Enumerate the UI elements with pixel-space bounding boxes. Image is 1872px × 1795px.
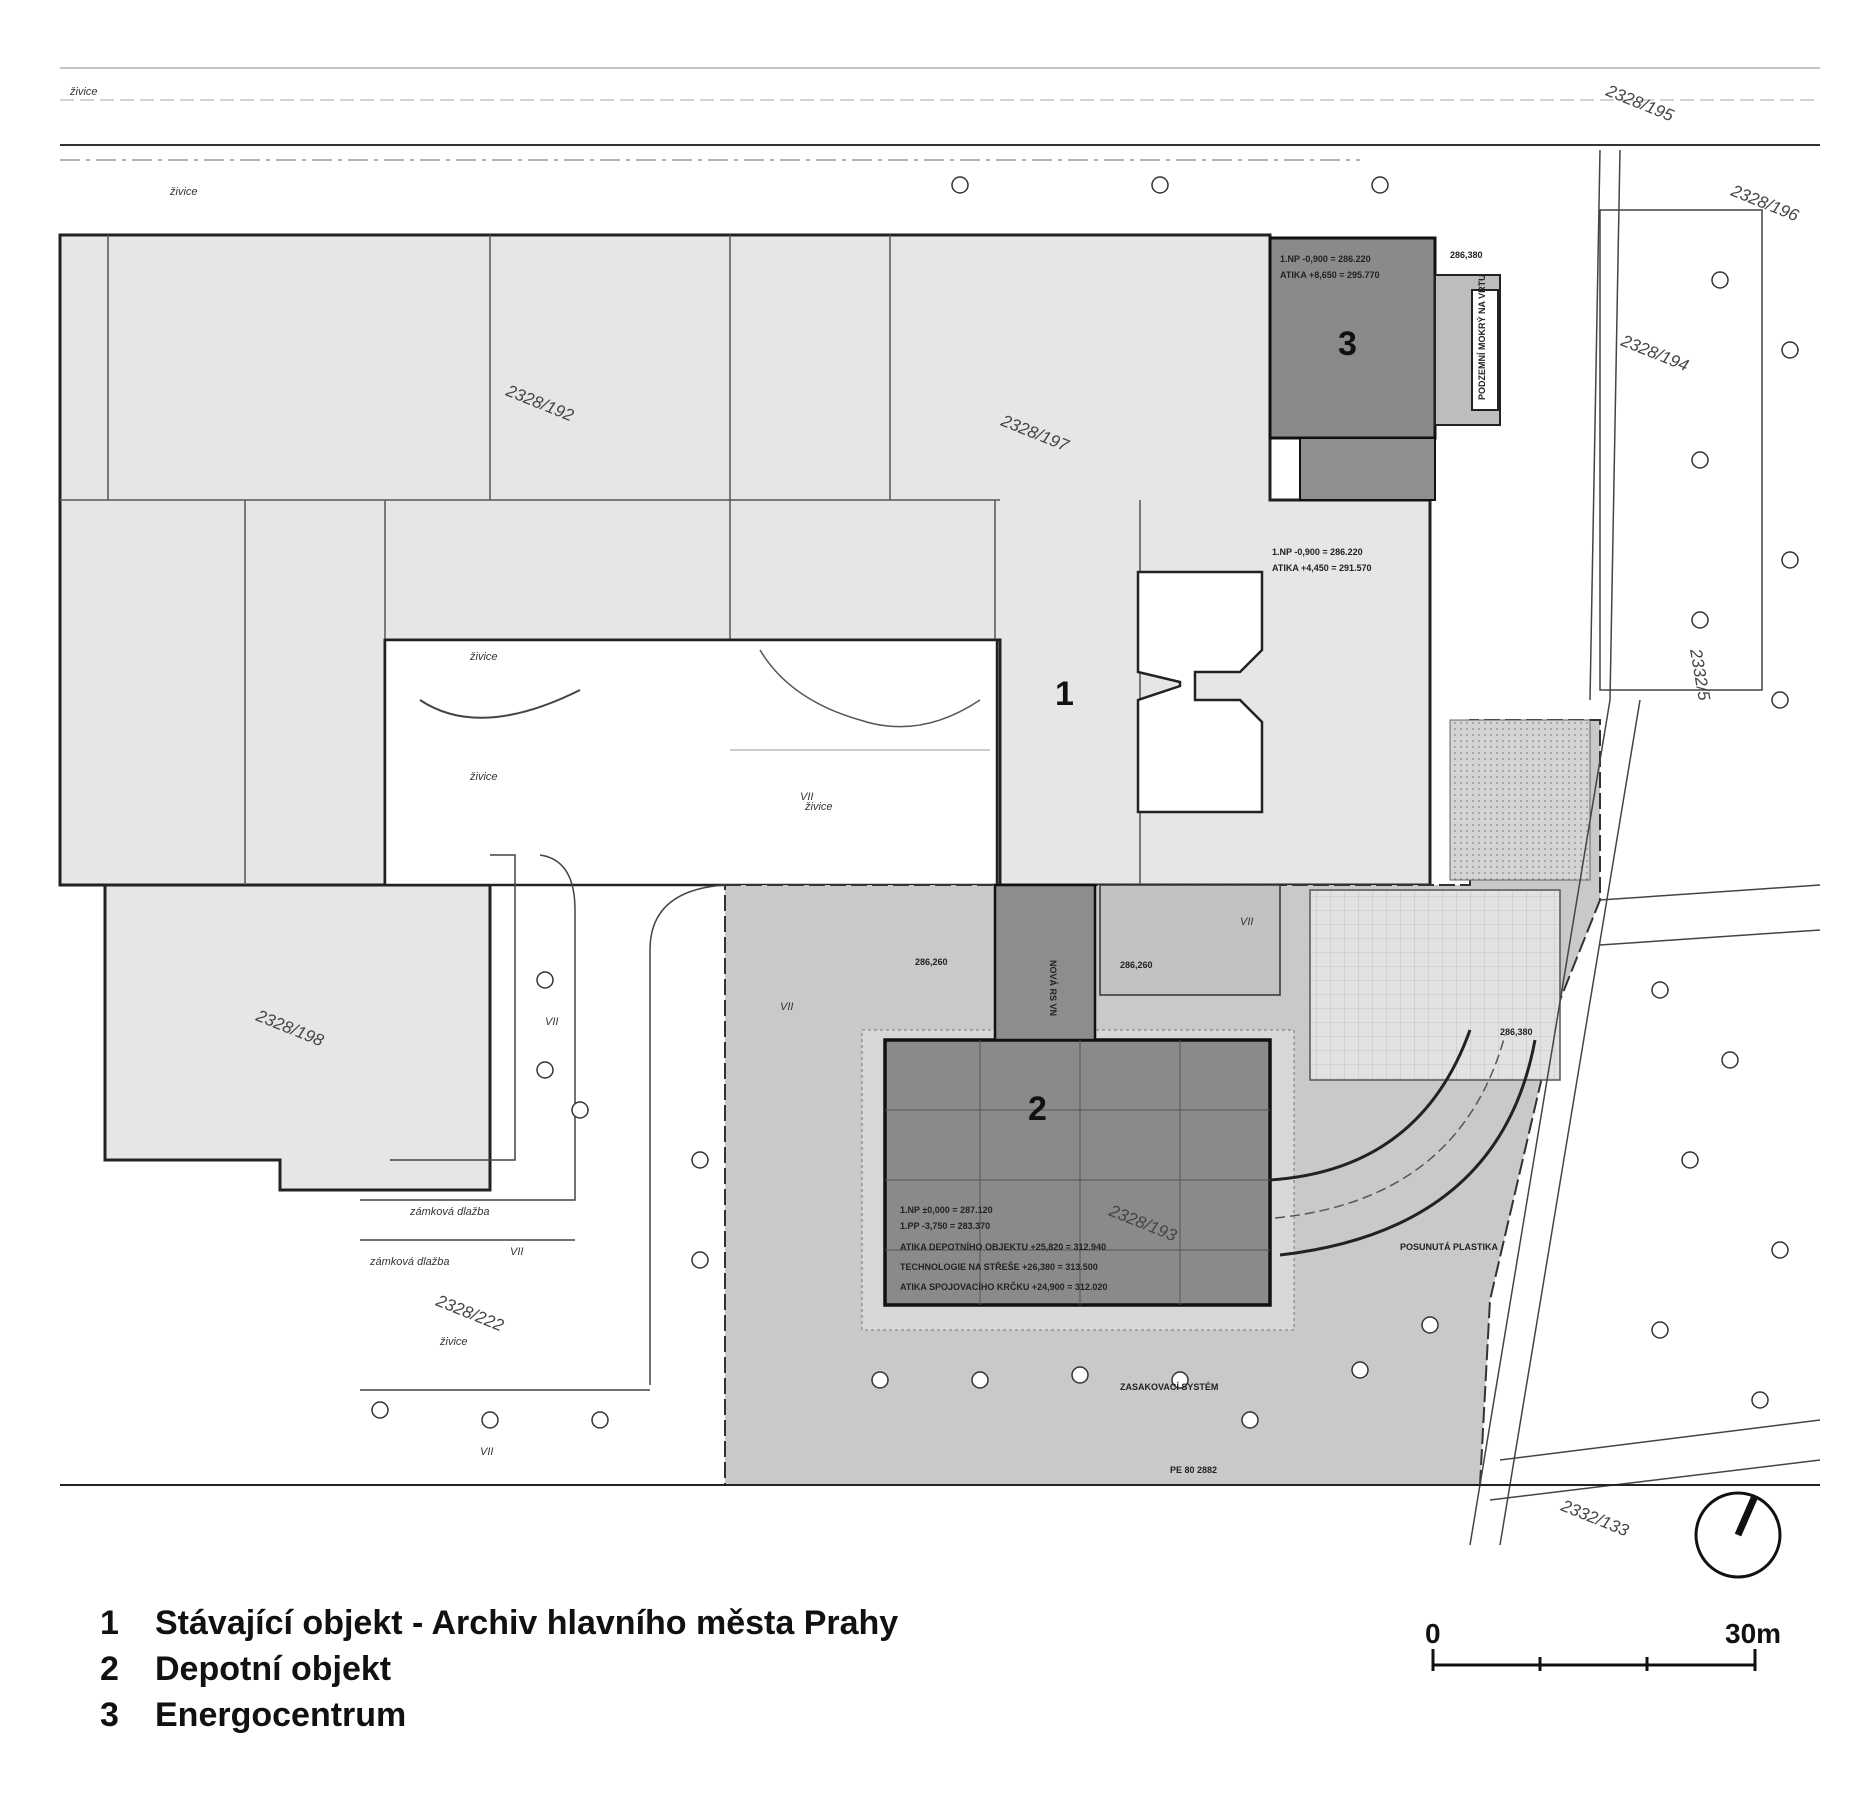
parcel-label: 2328/196 xyxy=(1728,181,1802,226)
scale-start-label: 0 xyxy=(1425,1618,1441,1649)
legend-number: 2 xyxy=(100,1649,119,1688)
parking-area xyxy=(1309,889,1561,1081)
elevation-annotation: ATIKA SPOJOVACÍHO KRČKU +24,900 = 312.02… xyxy=(900,1281,1107,1292)
surface-label: živice xyxy=(169,186,198,198)
surface-label: VII xyxy=(780,1001,793,1013)
surface-label: živice xyxy=(69,86,98,98)
vault-annotation: PODZEMNÍ MOKRÝ NA VRTU xyxy=(1476,274,1487,400)
site-plan: 1 2 3 2328/192 2328/197 2328/198 2328/19… xyxy=(58,67,1821,1579)
west-sidewalks xyxy=(360,854,726,1391)
building-1-mass xyxy=(58,233,1432,1192)
east-road xyxy=(1469,149,1821,1546)
elevation-annotation: ATIKA DEPOTNÍHO OBJEKTU +25,820 = 312.94… xyxy=(900,1242,1106,1252)
surface-label: VII xyxy=(510,1246,523,1258)
elevation-annotation: 1.NP ±0,000 = 287.120 xyxy=(900,1205,993,1215)
building-2 xyxy=(861,883,1537,1331)
building-3 xyxy=(1268,236,1501,501)
surface-label: VII xyxy=(545,1016,558,1028)
street-top xyxy=(60,67,1820,161)
building-2-number: 2 xyxy=(1028,1090,1047,1128)
parcel-label: 2328/194 xyxy=(1618,331,1692,376)
scale-bar xyxy=(1431,1649,1757,1671)
trees xyxy=(371,176,1799,1429)
height-annotation: 286,260 xyxy=(1120,960,1153,970)
legend-label: Energocentrum xyxy=(155,1695,407,1734)
elevation-annotation: ATIKA +4,450 = 291.570 xyxy=(1272,563,1372,573)
parcel-label: 2328/222 xyxy=(433,1291,507,1336)
height-annotation: 286,260 xyxy=(915,957,948,967)
rs-annotation: NOVÁ RS VN xyxy=(1048,960,1058,1016)
elevation-annotation: TECHNOLOGIE NA STŘEŠE +26,380 = 313.500 xyxy=(900,1261,1098,1272)
legend: 1 Stávající objekt - Archiv hlavního měs… xyxy=(100,1600,898,1738)
surface-label: živice xyxy=(439,1336,468,1348)
surface-label: živice xyxy=(804,801,833,813)
parcel-label: 2328/195 xyxy=(1603,81,1677,126)
pipe-annotation: PE 80 2882 xyxy=(1170,1465,1217,1475)
legend-label: Depotní objekt xyxy=(155,1649,392,1688)
height-annotation: 286,380 xyxy=(1500,1027,1533,1037)
infiltration-annotation: ZASAKOVACÍ SYSTÉM xyxy=(1120,1382,1218,1392)
legend-label: Stávající objekt - Archiv hlavního města… xyxy=(155,1603,899,1642)
legend-number: 3 xyxy=(100,1695,119,1734)
elevation-annotation: 1.PP -3,750 = 283.370 xyxy=(900,1221,990,1231)
elevation-annotation: 1.NP -0,900 = 286.220 xyxy=(1272,547,1363,557)
legend-item: 1 Stávající objekt - Archiv hlavního měs… xyxy=(100,1600,898,1646)
parcel-label: 2332/5 xyxy=(1686,646,1714,702)
legend-item: 2 Depotní objekt xyxy=(100,1646,898,1692)
building-1-number: 1 xyxy=(1055,675,1074,713)
elevation-annotation: ATIKA +8,650 = 295.770 xyxy=(1280,270,1380,280)
parcel-label: 2332/133 xyxy=(1558,1496,1632,1541)
surface-label: živice xyxy=(469,651,498,663)
surface-label: živice xyxy=(469,771,498,783)
north-arrow-icon xyxy=(1694,1491,1782,1579)
surface-label: VII xyxy=(480,1446,493,1458)
surface-label: zámková dlažba xyxy=(409,1206,490,1218)
legend-number: 1 xyxy=(100,1603,119,1642)
height-annotation: 286,380 xyxy=(1450,250,1483,260)
elevation-annotation: 1.NP -0,900 = 286.220 xyxy=(1280,254,1371,264)
legend-item: 3 Energocentrum xyxy=(100,1692,898,1738)
building-3-number: 3 xyxy=(1338,325,1357,363)
surface-label: zámková dlažba xyxy=(369,1256,450,1268)
surface-label: VII xyxy=(1240,916,1253,928)
courtyard xyxy=(383,638,999,887)
surface-label: VII xyxy=(800,791,813,803)
scale-end-label: 30m xyxy=(1725,1618,1782,1649)
paved-area xyxy=(1449,719,1591,881)
sculpture-annotation: POSUNUTÁ PLASTIKA xyxy=(1400,1242,1499,1252)
